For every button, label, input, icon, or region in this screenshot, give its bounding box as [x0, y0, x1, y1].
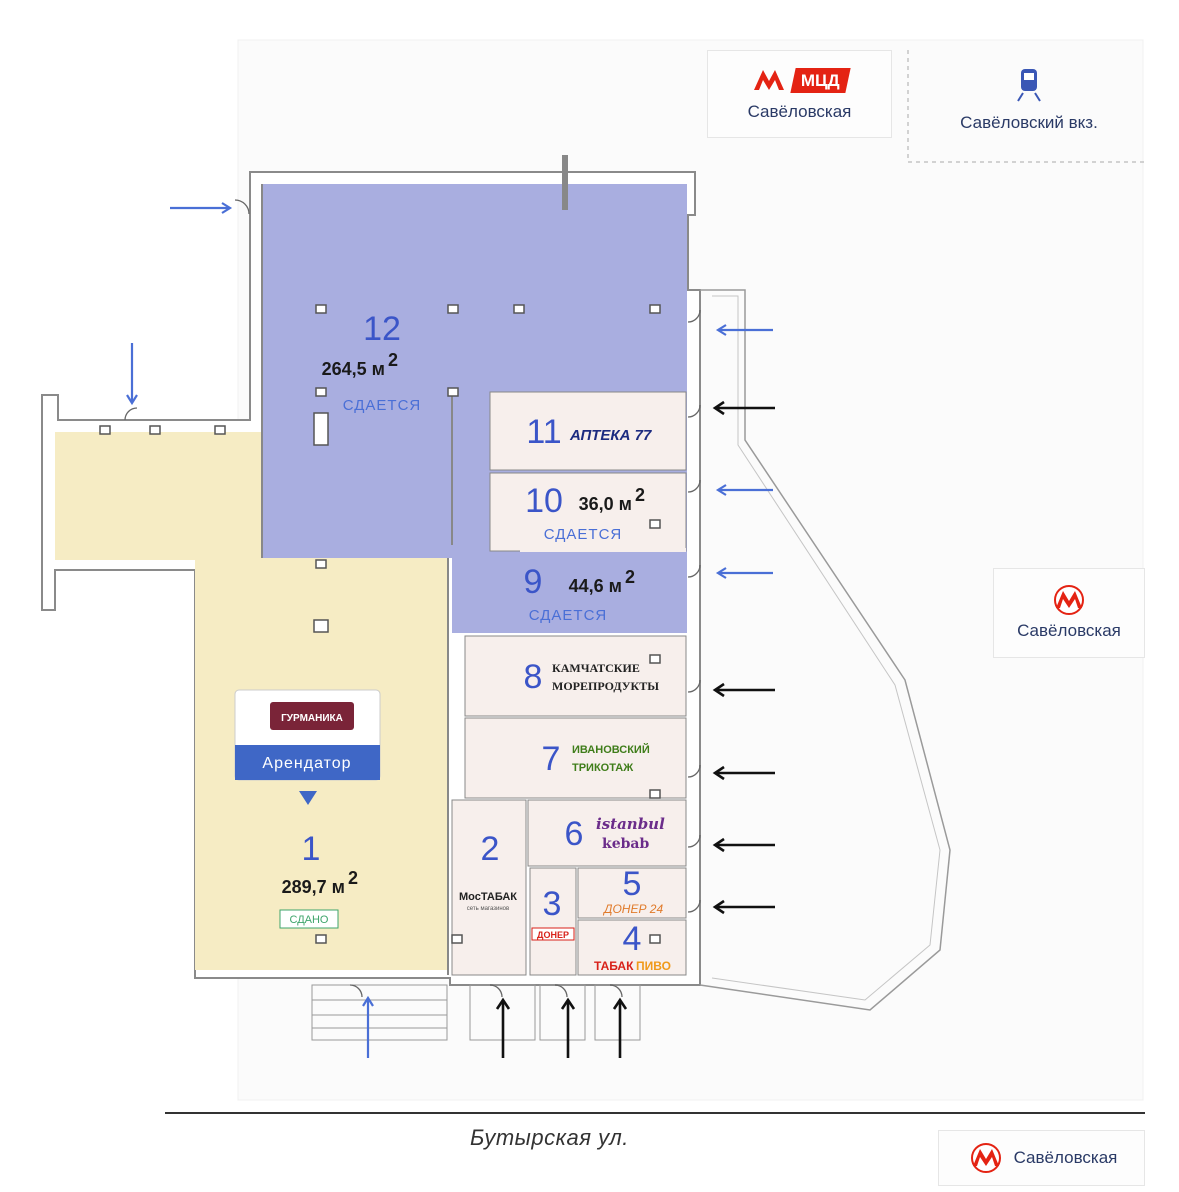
unit-1-number: 1: [302, 830, 321, 868]
unit-7-number: 7: [542, 740, 561, 778]
unit-9-area: [452, 543, 687, 633]
unit-9-area-text: 44,6 м: [569, 576, 622, 596]
blue-arrow-icon: [126, 202, 773, 1058]
unit-4-tenant-b: ПИВО: [636, 959, 671, 973]
unit-8-tenant-line1: КАМЧАТСКИЕ: [552, 661, 640, 675]
unit-12-area-text: 264,5 м: [322, 359, 385, 379]
outdoor-walkway: [699, 289, 951, 1011]
unit-4-number: 4: [623, 920, 642, 958]
unit-2-tenant-sub: сеть магазинов: [467, 906, 509, 912]
unit-11-number: 11: [526, 413, 561, 451]
unit-4-area: [577, 919, 687, 976]
unit-7-tenant-line1: ИВАНОВСКИЙ: [572, 743, 650, 756]
unit-3-number: 3: [543, 885, 562, 923]
unit-10-number: 10: [525, 482, 563, 520]
unit-12-number: 12: [363, 310, 401, 348]
unit-10-area-sup: 2: [635, 485, 645, 505]
tenant-card-label: Арендатор: [262, 755, 351, 772]
unit-4-tenant-a: ТАБАК: [594, 959, 634, 973]
street-line: [165, 1112, 1145, 1114]
unit-10-extension: [520, 548, 686, 552]
unit-6-number: 6: [565, 815, 584, 853]
unit-7-tenant-line2: ТРИКОТАЖ: [572, 762, 633, 774]
mcd-station-card: МЦД Савёловская: [707, 50, 892, 138]
unit-5-number: 5: [623, 865, 642, 903]
unit-1-area-sup: 2: [348, 868, 358, 888]
rail-station-name: Савёловский вкз.: [960, 113, 1098, 132]
unit-12-area-sup: 2: [388, 350, 398, 370]
metro-station-card-right: Савёловская: [993, 568, 1145, 658]
unit-6-tenant-line1: istanbul: [596, 815, 665, 833]
metro-station-name-right: Савёловская: [1017, 621, 1121, 640]
metro-station-card-bottom: Савёловская: [938, 1130, 1145, 1186]
unit-10-status: СДАЕТСЯ: [544, 526, 623, 543]
mcd-station-name: Савёловская: [747, 102, 852, 121]
doors: [124, 199, 701, 998]
unit-8-area: [464, 635, 687, 717]
train-icon: [1017, 69, 1041, 102]
unit-2-tenant: МосТАБАК: [459, 891, 517, 903]
metro-m-icon: [754, 70, 785, 90]
unit-1-area-text: 289,7 м: [282, 877, 345, 897]
metro-m-icon: [1054, 585, 1084, 615]
mcd-badge: МЦД: [790, 67, 851, 93]
unit-1-status: СДАНО: [290, 914, 329, 926]
unit-2-number: 2: [481, 830, 500, 868]
tenant-brand-name: ГУРМАНИКА: [281, 713, 343, 724]
metro-m-icon: [970, 1143, 1001, 1173]
unit-3-tenant: ДОНЕР: [537, 930, 569, 940]
unit-2-area: [451, 799, 527, 976]
metro-station-name-bottom: Савёловская: [1013, 1148, 1118, 1167]
unit-6-tenant-line2: kebab: [602, 836, 649, 852]
outdoor-walkway-inner: [711, 295, 941, 1001]
street-name: Бутырская ул.: [470, 1125, 629, 1150]
unit-10-area-text: 36,0 м: [579, 494, 632, 514]
unit-3-area: [529, 867, 577, 976]
unit-6-area: [527, 799, 687, 867]
unit-11-area: [489, 391, 687, 471]
unit-8-tenant-line2: МОРЕПРОДУКТЫ: [552, 679, 659, 693]
black-arrow-icon: [495, 400, 775, 1058]
unit-5-tenant: ДОНЕР 24: [602, 902, 663, 916]
unit-11-tenant-logo: АПТЕКА 77: [569, 427, 652, 444]
rail-station-card: Савёловский вкз.: [918, 55, 1140, 145]
unit-12-status: СДАЕТСЯ: [343, 397, 422, 414]
tenant-card-banner: [235, 745, 380, 780]
unit-7-area: [464, 717, 687, 799]
unit-9-area-sup: 2: [625, 567, 635, 587]
mcd-logo-row: МЦД: [751, 66, 851, 94]
tenant-pointer-icon: [299, 791, 317, 805]
tenant-brand-badge: [270, 702, 354, 730]
unit-3-logo-box: [531, 927, 575, 941]
unit-8-number: 8: [524, 658, 543, 696]
unit-5-area: [577, 867, 687, 919]
pillars: [99, 304, 661, 944]
unit-9-status: СДАЕТСЯ: [529, 607, 608, 624]
unit-9-number: 9: [524, 563, 543, 601]
unit-1-status-box: [279, 909, 339, 929]
